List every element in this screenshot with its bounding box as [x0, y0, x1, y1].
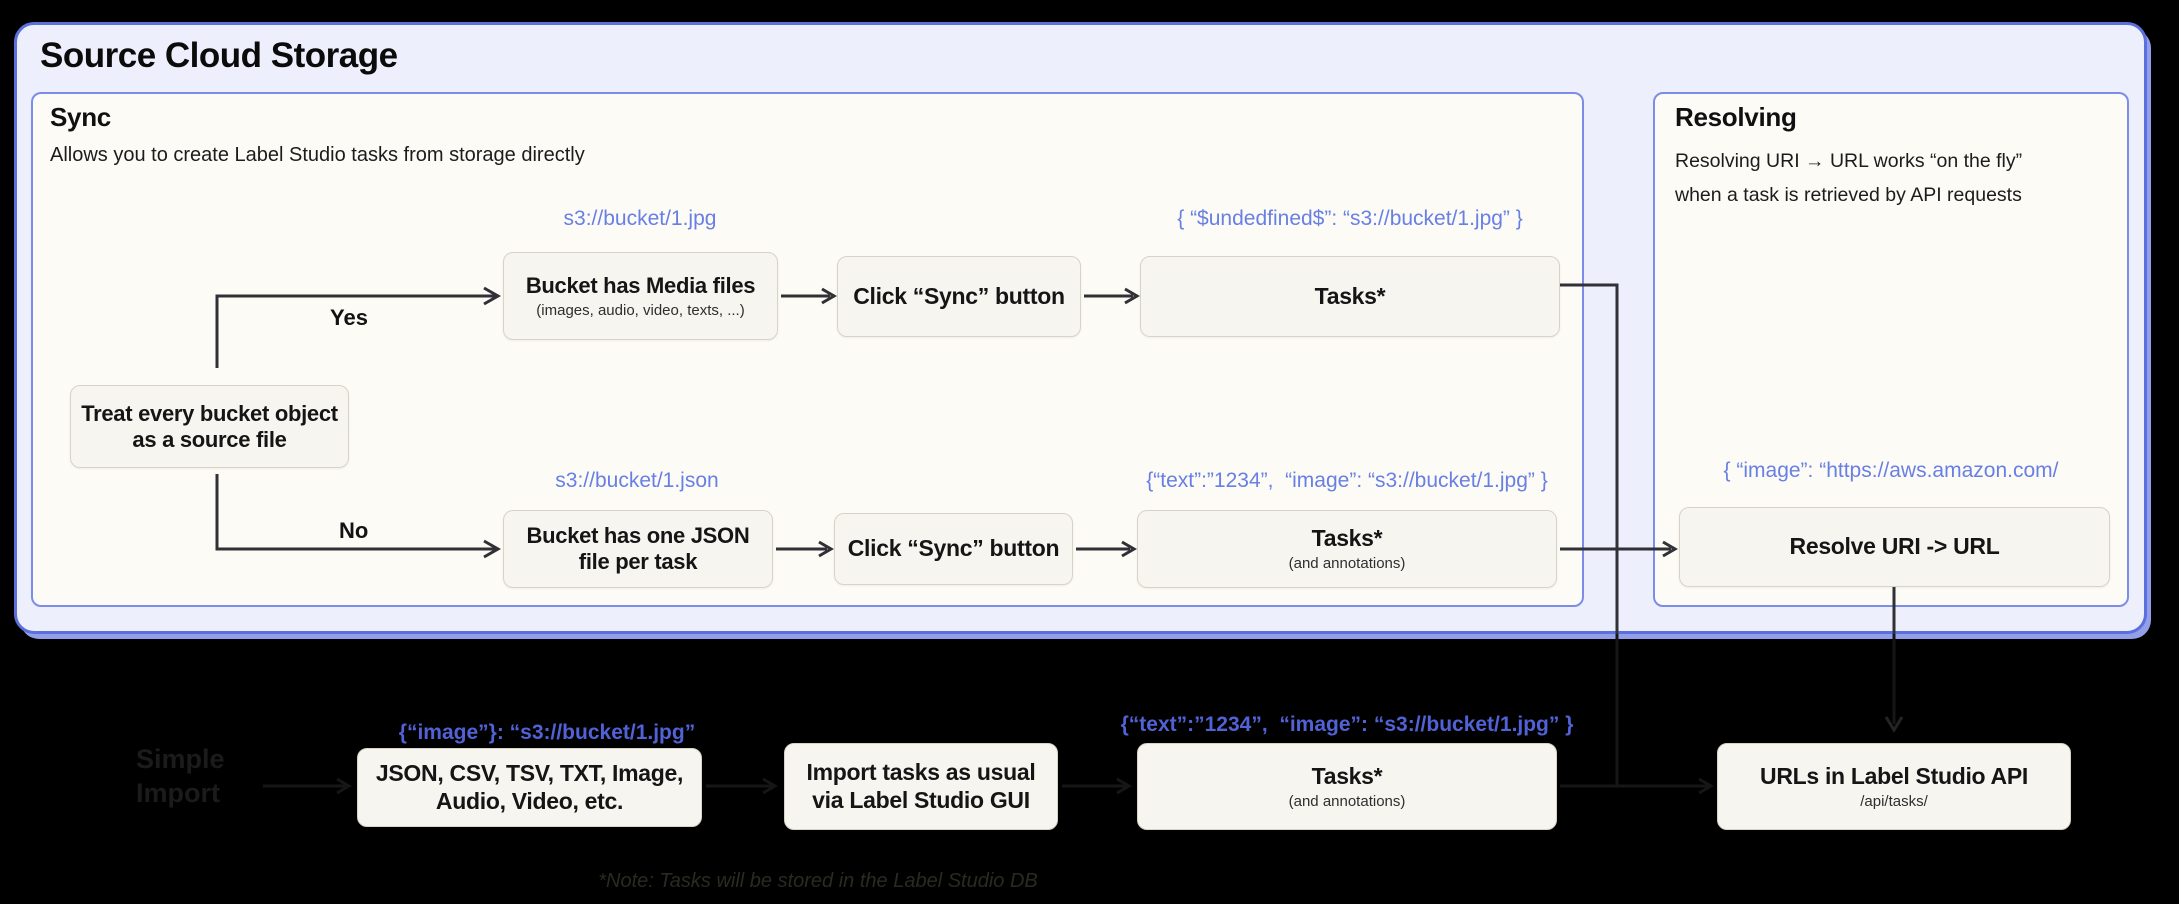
bucket-media-title: Bucket has Media files: [525, 272, 756, 298]
resolving-description: Resolving URI → URL works “on the fly” w…: [1675, 144, 2115, 212]
json-annotation-tasksdb: {“text”:”1234”, “image”: “s3://bucket/1.…: [1120, 713, 1574, 736]
tasks-db-title: Tasks*: [1311, 762, 1383, 789]
click-sync-label-1: Click “Sync” button: [853, 282, 1065, 309]
arrow-tasksdb-to-api-head: [1698, 777, 1714, 795]
api-urls-sub: /api/tasks/: [1860, 792, 1928, 810]
json-annotation-text-image: {“text”:”1234”, “image”: “s3://bucket/1.…: [1146, 469, 1548, 492]
sync-subtitle: Allows you to create Label Studio tasks …: [50, 144, 585, 166]
resolving-description-line1: Resolving URI → URL works “on the fly”: [1675, 150, 2023, 172]
tasks-annotations-sub: (and annotations): [1288, 555, 1406, 573]
sync-title: Sync: [50, 102, 111, 132]
json-annotation-undefined: { “$undedfined$”: “s3://bucket/1.jpg” }: [1177, 207, 1523, 230]
formats-label: JSON, CSV, TSV, TXT, Image, Audio, Video…: [375, 760, 684, 814]
no-label: No: [339, 518, 369, 543]
tasks-db-box: Tasks* (and annotations): [1137, 743, 1557, 830]
bucket-media-box: Bucket has Media files (images, audio, v…: [503, 252, 778, 340]
arrow-resolve-down-head: [1884, 716, 1904, 733]
tasks-box-media: Tasks*: [1140, 256, 1560, 337]
tasks-box-media-title: Tasks*: [1314, 282, 1386, 309]
uri-annotation-media: s3://bucket/1.jpg: [563, 207, 717, 230]
api-urls-title: URLs in Label Studio API: [1760, 762, 2028, 789]
bucket-json-box: Bucket has one JSON file per task: [503, 510, 773, 588]
tasks-annotations-title: Tasks*: [1311, 525, 1383, 552]
note-text: *Note: Tasks will be stored in the Label…: [598, 870, 1038, 892]
click-sync-label-2: Click “Sync” button: [847, 535, 1060, 562]
arrow-import-to-formats-head: [336, 777, 352, 795]
resolve-uri-label: Resolve URI -> URL: [1789, 533, 2000, 560]
click-sync-box-1: Click “Sync” button: [837, 256, 1081, 337]
simple-import-heading: Simple Import: [136, 744, 225, 808]
json-annotation-formats: {“image”}: “s3://bucket/1.jpg”: [398, 721, 696, 744]
arrow-gui-to-tasksdb-head: [1116, 777, 1132, 795]
resolving-description-line2: when a task is retrieved by API requests: [1675, 184, 2022, 206]
tasks-db-sub: (and annotations): [1288, 792, 1406, 810]
api-urls-box: URLs in Label Studio API /api/tasks/: [1717, 743, 2071, 830]
bucket-media-sub: (images, audio, video, texts, ...): [536, 301, 745, 319]
bucket-json-title: Bucket has one JSON file per task: [526, 523, 750, 574]
page-title: Source Cloud Storage: [40, 36, 398, 75]
click-sync-box-2: Click “Sync” button: [834, 513, 1073, 585]
uri-annotation-json: s3://bucket/1.json: [555, 469, 719, 492]
decision-box: Treat every bucket object as a source fi…: [70, 385, 349, 468]
resolving-title: Resolving: [1675, 102, 1797, 132]
decision-box-label: Treat every bucket object as a source fi…: [81, 400, 338, 452]
resolve-uri-box: Resolve URI -> URL: [1679, 507, 2110, 587]
arrow-formats-to-gui-head: [762, 777, 778, 795]
import-gui-box: Import tasks as usual via Label Studio G…: [784, 743, 1058, 830]
json-annotation-resolved-line1: { “image”: “https://aws.amazon.com/: [1723, 459, 2059, 482]
tasks-annotations-box: Tasks* (and annotations): [1137, 510, 1557, 588]
import-gui-label: Import tasks as usual via Label Studio G…: [806, 759, 1036, 813]
yes-label: Yes: [330, 305, 368, 330]
formats-box: JSON, CSV, TSV, TXT, Image, Audio, Video…: [357, 748, 702, 827]
